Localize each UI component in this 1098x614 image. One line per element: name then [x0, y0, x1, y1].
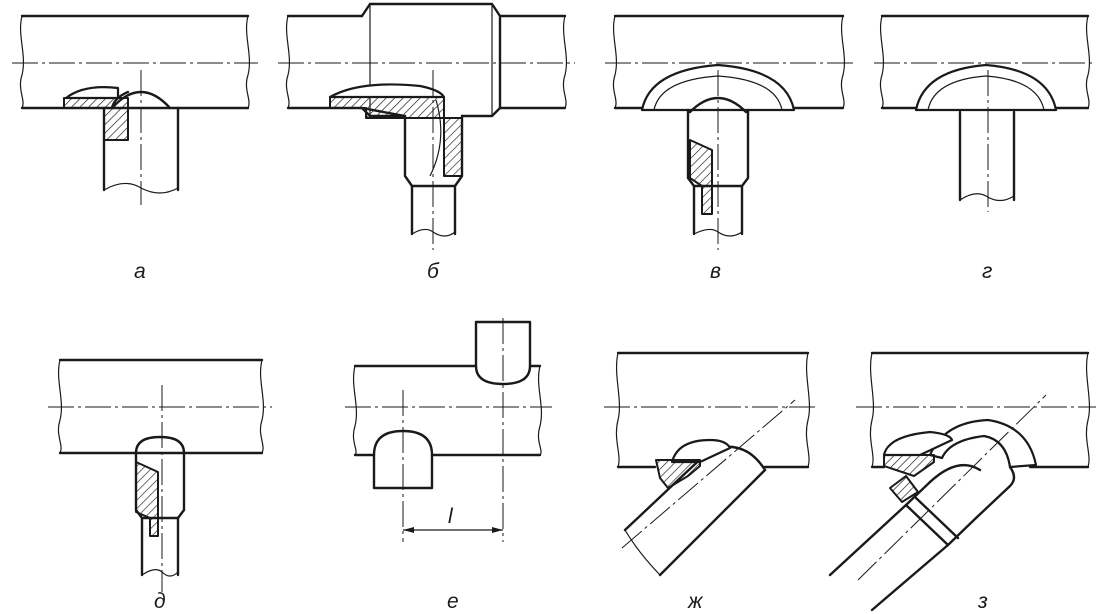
variant-d-drawing: д	[48, 358, 272, 613]
variant-b-drawing: б	[278, 2, 575, 283]
label-variant-e: е	[447, 590, 459, 613]
variant-v-drawing: в	[605, 14, 855, 283]
variant-zh-drawing: ж	[604, 351, 818, 613]
dimension-label-l: l	[448, 505, 454, 528]
variant-a-drawing: а	[12, 14, 258, 283]
label-variant-b: б	[427, 260, 440, 283]
label-variant-a: а	[134, 260, 146, 283]
label-variant-v: в	[710, 260, 721, 283]
label-variant-zh: ж	[687, 590, 704, 613]
label-variant-g: г	[982, 260, 992, 283]
label-variant-z: з	[977, 590, 988, 613]
variant-e-drawing: l е	[345, 318, 552, 613]
label-variant-d: д	[154, 590, 166, 613]
variant-z-drawing: з	[828, 351, 1096, 613]
variant-g-drawing: г	[874, 14, 1096, 283]
